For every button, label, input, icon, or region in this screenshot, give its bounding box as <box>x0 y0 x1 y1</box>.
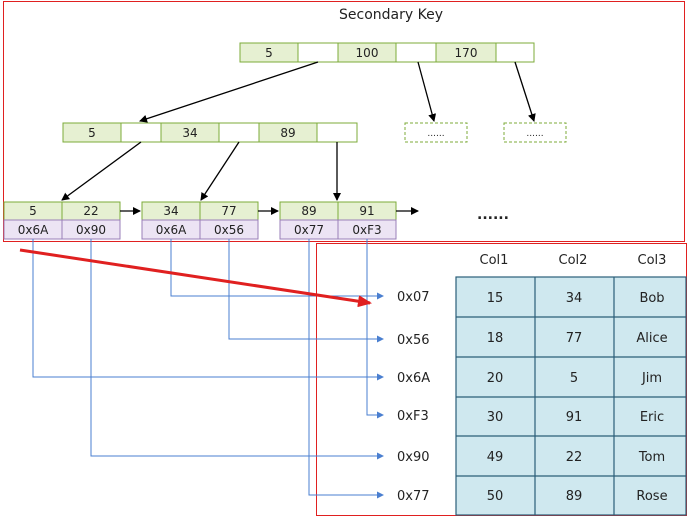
tree-arrow <box>61 141 142 201</box>
placeholder-node: ...... <box>503 122 567 143</box>
table-cell: 89 <box>566 489 583 504</box>
table-cell: Bob <box>639 291 664 306</box>
leaf-pointer: 0x77 <box>294 223 324 237</box>
red-highlight-arrow <box>19 248 372 308</box>
tree-arrows <box>61 61 536 201</box>
table-cell: Eric <box>640 410 664 425</box>
table-cell: 18 <box>487 331 504 346</box>
leaf-node: 89 91 0x77 0xF3 <box>279 201 397 240</box>
leaf-key: 91 <box>359 204 374 218</box>
internal-key: 5 <box>88 126 96 140</box>
table-row: 20 5 Jim <box>487 371 662 386</box>
index-frame <box>3 1 685 242</box>
table-cell: 50 <box>487 489 504 504</box>
table-cell: 77 <box>566 331 583 346</box>
row-address: 0xF3 <box>397 409 429 424</box>
table-cell: Alice <box>636 331 667 346</box>
leaf-pointer: 0x6A <box>18 223 49 237</box>
leaf-pointer: 0x56 <box>214 223 244 237</box>
tree-arrow <box>200 141 240 201</box>
internal-node: 5 34 89 <box>62 122 358 143</box>
table-cell: 30 <box>487 410 504 425</box>
column-header: Col1 <box>480 253 509 268</box>
root-key: 100 <box>356 46 379 60</box>
table-cell: 49 <box>487 450 504 465</box>
placeholder-dots: ...... <box>427 129 444 139</box>
data-table: 15 34 Bob 18 77 Alice 20 5 Jim 30 91 Eri… <box>455 276 687 516</box>
pointer-link-arrows <box>32 239 384 499</box>
table-row: 50 89 Rose <box>487 489 668 504</box>
root-key: 5 <box>265 46 273 60</box>
table-headers: Col1 Col2 Col3 <box>480 253 667 268</box>
leaf-key: 34 <box>163 204 178 218</box>
table-row: 49 22 Tom <box>487 450 665 465</box>
internal-key: 89 <box>280 126 295 140</box>
leaf-key: 77 <box>221 204 236 218</box>
row-address: 0x6A <box>397 371 430 386</box>
tree-arrow <box>514 61 536 122</box>
row-address: 0x07 <box>397 290 430 305</box>
table-cell: 15 <box>487 291 504 306</box>
leaf-key: 22 <box>83 204 98 218</box>
table-cell: Rose <box>636 489 667 504</box>
placeholder-node: ...... <box>404 122 468 143</box>
leaf-pointer: 0x90 <box>76 223 106 237</box>
leaf-pointer: 0x6A <box>156 223 187 237</box>
placeholder-dots: ...... <box>526 129 543 139</box>
column-header: Col2 <box>559 253 588 268</box>
root-key: 170 <box>455 46 478 60</box>
table-row: 18 77 Alice <box>487 331 668 346</box>
table-cell: 22 <box>566 450 583 465</box>
column-header: Col3 <box>638 253 667 268</box>
row-addresses: 0x07 0x56 0x6A 0xF3 0x90 0x77 <box>397 290 430 504</box>
row-address: 0x77 <box>397 489 430 504</box>
row-address: 0x90 <box>397 450 430 465</box>
pointer-links <box>228 239 380 297</box>
table-cell: Tom <box>638 450 665 465</box>
leaf-ellipsis: ...... <box>477 207 509 223</box>
table-cell: Jim <box>641 371 662 386</box>
table-cell: 20 <box>487 371 504 386</box>
leaf-key: 5 <box>29 204 37 218</box>
internal-key: 34 <box>182 126 197 140</box>
table-cell: 91 <box>566 410 583 425</box>
leaf-node: 5 22 0x6A 0x90 <box>3 201 121 240</box>
root-node: 5 100 170 <box>239 42 535 63</box>
pointer-link <box>228 239 380 297</box>
leaf-key: 89 <box>301 204 316 218</box>
diagram-title: Secondary Key <box>339 7 443 23</box>
table-cell: 34 <box>566 291 583 306</box>
table-cell: 5 <box>570 371 578 386</box>
table-row: 30 91 Eric <box>487 410 664 425</box>
leaf-node: 34 77 0x6A 0x56 <box>141 201 259 240</box>
leaf-pointer: 0xF3 <box>352 223 381 237</box>
table-row: 15 34 Bob <box>487 291 665 306</box>
tree-arrow <box>417 61 437 122</box>
row-address: 0x56 <box>397 333 430 348</box>
tree-arrow <box>139 61 319 123</box>
